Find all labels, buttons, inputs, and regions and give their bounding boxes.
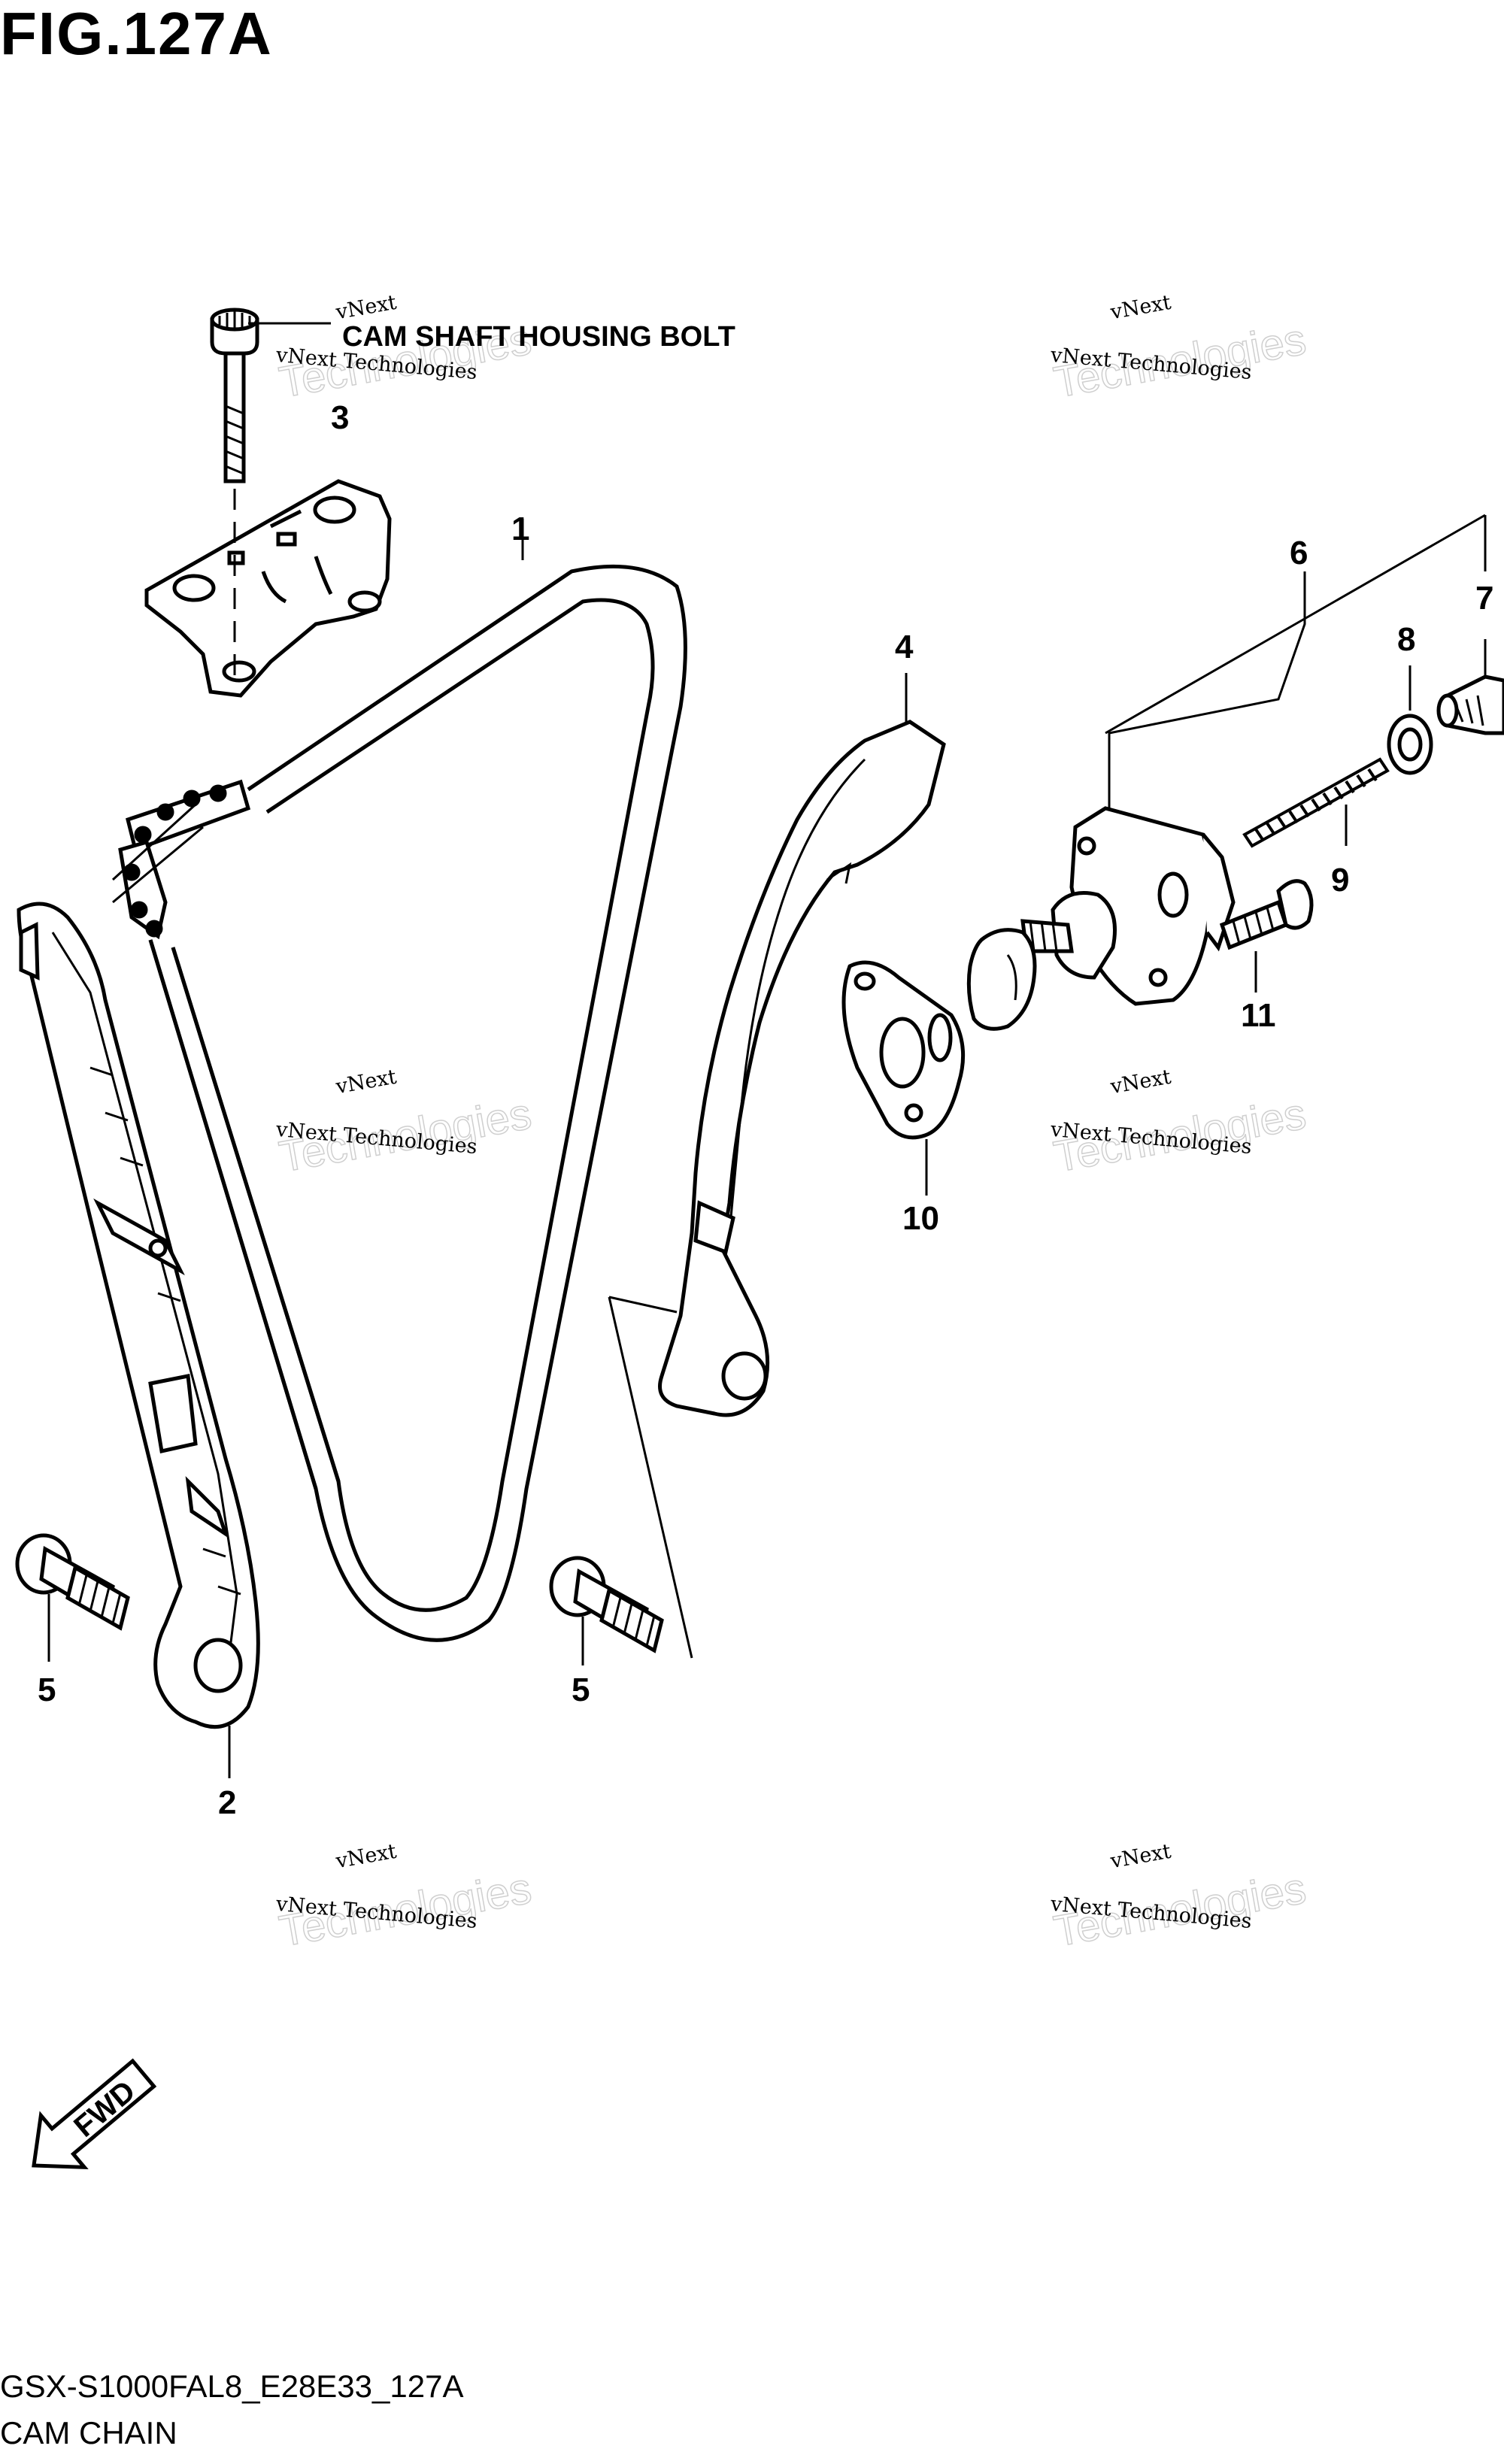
callout-4: 4 (895, 629, 914, 665)
callout-2: 2 (218, 1784, 236, 1821)
chain-guide-rear (658, 720, 946, 1417)
cam-shaft-housing-bolt (210, 308, 331, 483)
callout-3: 3 (331, 399, 349, 436)
watermark-text: vNext (1108, 1840, 1172, 1874)
cam-chain-tensioner (966, 806, 1236, 1031)
watermark: Technologies vNext vNext Technologies (1049, 1840, 1310, 1957)
callout-leader (1105, 514, 1486, 735)
cam-shaft-housing (144, 479, 392, 698)
tensioner-bolt (1219, 879, 1314, 950)
fwd-arrow-icon: FWD (32, 2058, 157, 2170)
callout-5-left: 5 (38, 1671, 56, 1708)
pointer-line (608, 1296, 693, 1659)
figure-title: FIG.127A (0, 0, 273, 67)
figure-caption: CAM CHAIN (0, 2415, 177, 2450)
watermark-text: vNext (1108, 1065, 1172, 1099)
watermark-text: vNext (1108, 291, 1172, 325)
callout-8: 8 (1397, 621, 1415, 658)
guide-bolt-right (549, 1556, 664, 1653)
tensioner-spring (1242, 757, 1390, 848)
tensioner-plug (1436, 674, 1504, 735)
watermark: Technologies vNext vNext Technologies (1049, 1065, 1310, 1183)
callout-1: 1 (511, 511, 529, 547)
callout-11: 11 (1241, 997, 1276, 1034)
callout-leader (1108, 602, 1306, 808)
note-cam-shaft-housing-bolt: CAM SHAFT HOUSING BOLT (342, 321, 735, 353)
tensioner-gasket (841, 960, 966, 1140)
tensioner-washer (1387, 714, 1433, 775)
watermark: Technologies vNext vNext Technologies (1049, 291, 1310, 408)
callout-6: 6 (1290, 535, 1308, 571)
callout-5-right: 5 (572, 1671, 590, 1708)
model-code: GSX-S1000FAL8_E28E33_127A (0, 2369, 464, 2404)
watermark: Technologies vNext vNext Technologies (274, 1840, 535, 1957)
callout-10: 10 (902, 1200, 939, 1237)
watermark-text: vNext (333, 291, 398, 325)
guide-bolt-left (15, 1533, 130, 1631)
chain-guide-front (17, 902, 260, 1729)
callout-7: 7 (1475, 580, 1493, 617)
watermark-text: vNext (333, 1840, 398, 1874)
callout-9: 9 (1331, 862, 1349, 899)
cam-chain (111, 564, 687, 1642)
watermark: Technologies vNext vNext Technologies (274, 1065, 535, 1183)
watermark-text: vNext (333, 1065, 398, 1099)
